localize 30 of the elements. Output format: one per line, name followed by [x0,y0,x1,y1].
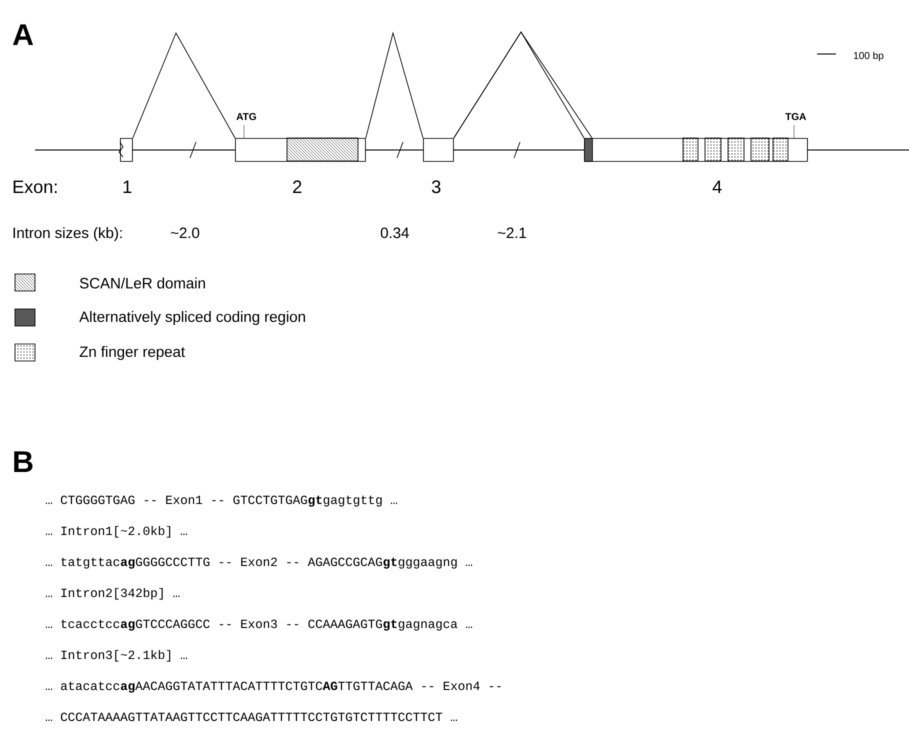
legend-label: SCAN/LeR domain [80,278,205,288]
exon-box [120,138,133,162]
legend-label: Zn finger repeat [80,346,185,360]
sequence-line: … Intron1[~2.0kb] … [46,526,187,538]
legend-label: Alternatively spliced coding region [79,311,305,325]
panel-letter: A [12,24,34,45]
codon-label: TGA [785,113,806,120]
exon-number: 3 [432,180,440,194]
splice-line [132,32,236,138]
sequence-line: … tatgttacagGGGGCCCTTG -- Exon2 -- AGAGCCGCAGgtgggaagng … [46,558,472,569]
sequence-line: … atacatccagAACAGGTATATTTACATTTTCTGTCAGTTGTTACAGA -- Exon4 -- [46,682,501,693]
panel-letter: B [14,451,33,472]
exon-number: 4 [712,180,722,193]
row-heading: Exon: [14,180,57,194]
sequence-line: … CCCATAAAAGTTATAAGTTCCTTCAAGATTTTTCCTGTGTCTTTTCCTTCT … [46,712,457,722]
codon-label: ATG [236,113,256,120]
scale-label: 100 bp [854,52,884,62]
sequence-line: … tcacctccagGTCCCAGGCC -- Exon3 -- CCAAAGAGTGgtgagnagca … [46,620,472,631]
sequence-line: … Intron2[342bp] … [46,588,180,600]
exon-number: 2 [293,180,302,193]
intron-size: ~2.0 [170,228,200,238]
exon-number: 1 [124,180,132,193]
row-heading: Intron sizes (kb): [14,227,122,242]
intron-size: 0.34 [380,228,409,238]
exon-box [423,138,454,162]
sequence-line: … CTGGGGTGAG -- Exon1 -- GTCCTGTGAGgtgagtgttg … [46,496,398,507]
intron-size: ~2.1 [498,228,526,238]
sequence-line: … Intron3[~2.1kb] … [46,650,187,662]
alternative-region [584,138,593,162]
splice-line [365,31,424,138]
